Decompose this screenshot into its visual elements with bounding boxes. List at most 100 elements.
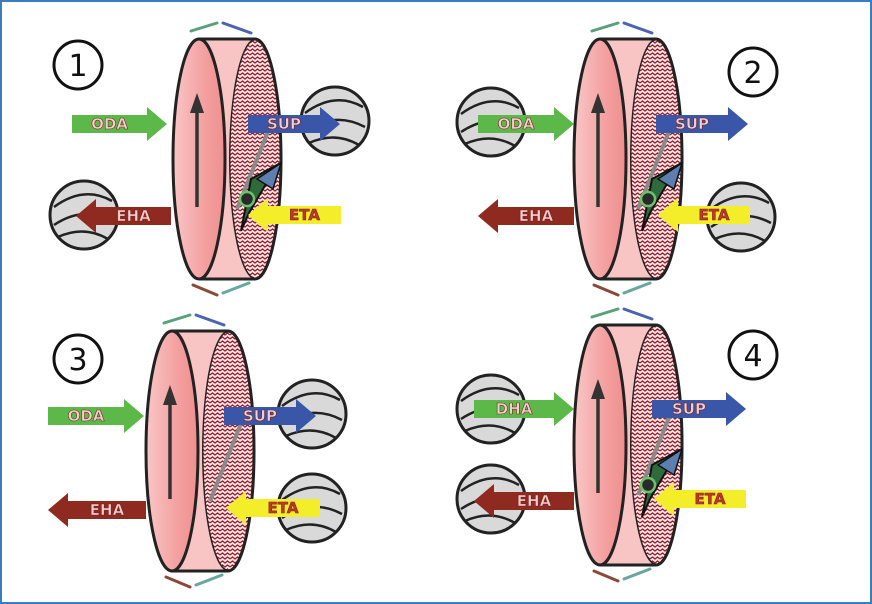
eta-label: ETA (268, 499, 299, 517)
flow-tick (189, 21, 219, 33)
eta-arrow (658, 198, 750, 232)
step-number: 4 (743, 339, 762, 374)
eha-arrow (76, 199, 171, 233)
flow-tick (194, 573, 224, 587)
sector-divider (208, 410, 248, 502)
badge-circle (52, 39, 104, 91)
purge-damper (639, 476, 657, 494)
sup-label: SUP (243, 407, 277, 425)
sup-arrow (224, 399, 316, 433)
flow-tick (590, 307, 620, 319)
fan-1-blade (285, 429, 337, 440)
badge-circle (52, 333, 104, 385)
step-number: 3 (68, 343, 87, 378)
purge-wedge (255, 161, 283, 191)
step-number: 2 (743, 56, 762, 91)
fan-2-blade (710, 195, 770, 211)
sup-arrow (656, 107, 748, 141)
sup-label: SUP (675, 115, 709, 133)
eha-arrow (48, 493, 146, 527)
panel-3: ODA EHA SUP ETA 3 (48, 313, 348, 589)
fan-1-blade (464, 424, 516, 435)
step-number-badge: 4 (727, 329, 779, 381)
fan-2-blade (460, 477, 520, 493)
fan-2-blade (714, 232, 766, 243)
fan-1-blade (308, 136, 360, 147)
rotary-wheel (171, 21, 283, 297)
flow-tick (622, 567, 652, 581)
eha-arrow (474, 484, 574, 518)
purge-damper (639, 190, 657, 208)
eha-label: EHA (116, 207, 151, 225)
flow-tick (194, 313, 226, 327)
purge-wedge (656, 161, 684, 191)
flow-tick (622, 21, 654, 35)
oda-arrow (474, 392, 574, 426)
panel-1: ODA EHA SUP ETA 1 (48, 21, 371, 297)
sup-label: SUP (672, 400, 706, 418)
flow-tick (221, 21, 253, 35)
oda-arrow (48, 399, 144, 433)
flow-tick (191, 283, 219, 297)
flow-tick (162, 313, 192, 325)
flow-tick (592, 569, 620, 583)
fan-2-blade (53, 193, 113, 209)
fan-1-blade (304, 99, 364, 115)
rotation-arrow-head (163, 385, 177, 405)
fan-2-blade (285, 523, 337, 534)
rotary-wheel (572, 21, 684, 297)
flow-tick (164, 575, 192, 589)
step-number: 1 (68, 49, 87, 84)
fan-2-blade (464, 514, 516, 525)
eta-arrow (654, 482, 746, 516)
fan-1-blade (464, 137, 516, 148)
oda-label: ODA (91, 115, 128, 133)
flow-tick (221, 281, 251, 295)
sup-label: SUP (267, 115, 301, 133)
wheel-face (171, 37, 227, 281)
eta-arrow (248, 198, 341, 232)
wheel-face (572, 37, 628, 281)
rotation-arrow-head (190, 93, 204, 113)
eta-label: ETA (289, 206, 320, 224)
step-number-badge: 3 (52, 333, 104, 385)
rotation-arrow-head (591, 93, 605, 113)
eta-label: ETA (695, 490, 726, 508)
purge-wedge (656, 447, 684, 477)
wheel-face (144, 329, 200, 573)
flow-tick (622, 307, 654, 321)
oda-label: DHA (496, 400, 533, 418)
badge-circle (727, 46, 779, 98)
fan-2-blade (281, 486, 341, 502)
rotary-wheel (572, 307, 684, 583)
eta-label: ETA (699, 206, 730, 224)
eha-arrow (478, 199, 574, 233)
step-number-badge: 2 (727, 46, 779, 98)
eha-label: EHA (517, 492, 552, 510)
oda-arrow (72, 107, 167, 141)
fan-1-blade (460, 387, 520, 403)
rotary-wheel (144, 313, 256, 589)
purge-damper (238, 190, 256, 208)
oda-arrow (478, 107, 574, 141)
badge-circle (727, 329, 779, 381)
oda-label: ODA (68, 407, 105, 425)
step-number-badge: 1 (52, 39, 104, 91)
panel-4: DHA EHA SUP ETA 4 (455, 307, 779, 583)
panel-2: ODA EHA SUP ETA 2 (455, 21, 779, 297)
wheel-face (572, 323, 628, 567)
flow-tick (592, 283, 620, 297)
eha-label: EHA (90, 501, 125, 519)
eha-label: EHA (519, 207, 554, 225)
fan-2-blade (57, 230, 109, 241)
oda-label: ODA (498, 115, 535, 133)
rotation-arrow-head (591, 379, 605, 399)
flow-tick (622, 281, 652, 295)
sup-arrow (652, 392, 746, 426)
fan-1-blade (460, 100, 520, 116)
eta-arrow (226, 491, 320, 525)
fan-1-blade (281, 392, 341, 408)
flow-tick (590, 21, 620, 33)
sup-arrow (248, 107, 340, 141)
